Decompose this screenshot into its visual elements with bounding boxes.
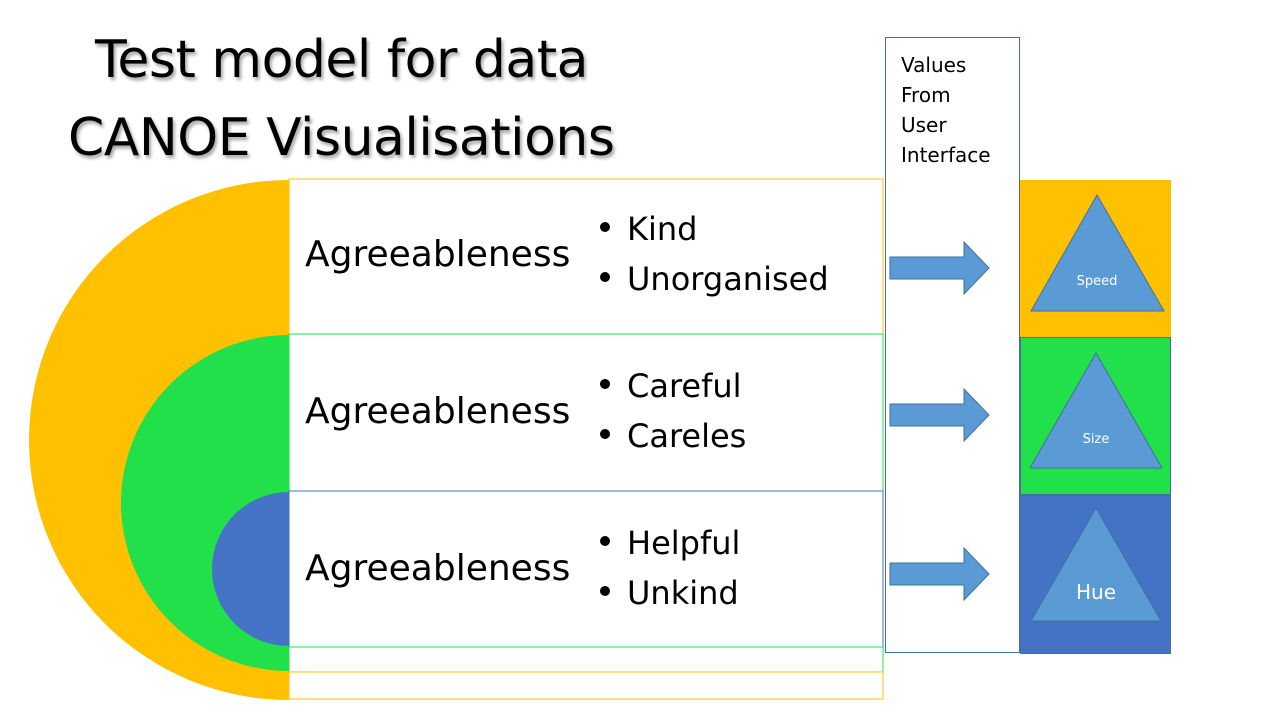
row-2-label: Agreeableness [305,391,571,432]
row-3-label: Agreeableness [305,548,571,589]
row-3-bullet-2-text: Unkind [627,574,739,612]
row-2-bullet-1-text: Careful [627,367,742,405]
row-2-bullet-2: Careles [600,411,746,461]
band-outline-5 [288,671,884,700]
ui-text-line-1: Values [901,53,967,77]
ui-text-line-4: Interface [901,143,991,167]
triangle-label-hue: Hue [1075,580,1117,604]
row-1-bullet-2-text: Unorganised [627,260,829,298]
triangle-icon [1030,506,1162,622]
row-2-bullet-2-text: Careles [627,417,747,455]
bullet-icon [600,536,610,546]
bullet-icon [600,222,610,232]
row-1-bullet-1-text: Kind [627,210,698,248]
row-1-bullets: Kind Unorganised [600,204,829,304]
triangle-label-size: Size [1082,432,1110,447]
inner-arc-blue [212,492,289,646]
triangle-icon [1030,193,1165,312]
triangle-icon [1029,351,1163,469]
row-3-bullet-1: Helpful [600,518,740,568]
slide-title-line-1: Test model for data [95,30,589,90]
ui-text-line-3: User [901,113,947,137]
bullet-icon [600,272,610,282]
ui-text-line-2: From [901,83,951,107]
bullet-icon [600,586,610,596]
user-interface-text: Values From User Interface [901,50,991,170]
triangle-label-speed: Speed [1076,274,1118,289]
row-3-bullets: Helpful Unkind [600,518,740,618]
slide-title-line-2: CANOE Visualisations [68,108,615,168]
row-1-bullet-1: Kind [600,204,829,254]
bullet-icon [600,379,610,389]
row-2-bullet-1: Careful [600,361,746,411]
row-1-bullet-2: Unorganised [600,254,829,304]
row-3-bullet-2: Unkind [600,568,740,618]
row-1-label: Agreeableness [305,234,571,275]
row-2-bullets: Careful Careles [600,361,746,461]
bullet-icon [600,429,610,439]
row-3-bullet-1-text: Helpful [627,524,741,562]
